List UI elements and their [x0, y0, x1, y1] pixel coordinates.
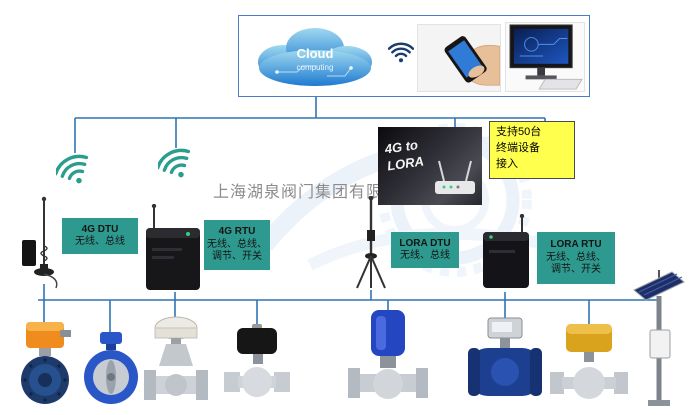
- wifi-signal-icon-right: [158, 148, 191, 178]
- cloud-subtitle: computing: [297, 63, 334, 72]
- capacity-note: 支持50台 终端设备 接入: [489, 121, 575, 179]
- product-electric-ball-valve-black: [224, 324, 290, 397]
- company-watermark: 上海湖泉阀门集团有限公司: [213, 184, 418, 201]
- label-4g-rtu-desc1: 无线、总线、: [207, 238, 267, 250]
- product-pneumatic-control-valve: [144, 316, 208, 400]
- product-electric-globe-valve-blue: [348, 310, 428, 399]
- cloud-title: Cloud: [297, 46, 334, 61]
- wifi-signal-icon-left: [56, 154, 89, 184]
- cloud-platform-box: Cloud computing: [238, 15, 590, 97]
- label-4g-rtu-title: 4G RTU: [218, 226, 256, 238]
- capacity-note-line2: 终端设备: [496, 141, 540, 154]
- product-butterfly-valve-blue: [84, 332, 138, 404]
- gateway-router-photo: 4G to LORA: [378, 127, 482, 205]
- computer-monitor-photo: [505, 22, 585, 92]
- label-lora-dtu-title: LORA DTU: [399, 237, 451, 249]
- label-lora-rtu-desc2: 调节、开关: [551, 264, 601, 276]
- cloud-computing-illustration: Cloud computing: [258, 28, 372, 86]
- label-lora-dtu: LORA DTU 无线、总线: [391, 232, 459, 268]
- label-4g-rtu: 4G RTU 无线、总线、 调节、开关: [204, 220, 270, 270]
- capacity-note-line3: 接入: [496, 157, 518, 170]
- label-4g-dtu-desc: 无线、总线: [75, 236, 125, 247]
- label-lora-rtu: LORA RTU 无线、总线、 调节、开关: [537, 232, 615, 284]
- label-lora-rtu-desc1: 无线、总线、: [546, 251, 606, 263]
- gateway-label-line2: LORA: [386, 153, 425, 174]
- label-lora-dtu-desc: 无线、总线: [400, 250, 450, 261]
- router-illustration: [435, 160, 475, 194]
- label-4g-dtu: 4G DTU 无线、总线: [62, 218, 138, 254]
- label-lora-rtu-title: LORA RTU: [550, 239, 602, 251]
- product-electric-ball-valve-gold: [550, 324, 628, 399]
- gateway-antenna: [356, 196, 386, 289]
- wifi-icon: [388, 42, 414, 63]
- label-4g-dtu-title: 4G DTU: [81, 223, 119, 235]
- phone-in-hand-photo: [417, 24, 501, 92]
- product-solar-monitoring-pole: [633, 270, 685, 406]
- product-electric-butterfly-valve-orange: [21, 322, 71, 404]
- label-4g-rtu-desc2: 调节、开关: [212, 251, 262, 263]
- gateway-label: 4G to LORA: [384, 137, 425, 176]
- lora-rtu-device: [483, 214, 529, 288]
- rtu-box-device: [146, 204, 200, 290]
- product-electromagnetic-flowmeter: [468, 317, 542, 396]
- antenna-dtu-device: [22, 196, 58, 289]
- capacity-note-line1: 支持50台: [496, 126, 542, 138]
